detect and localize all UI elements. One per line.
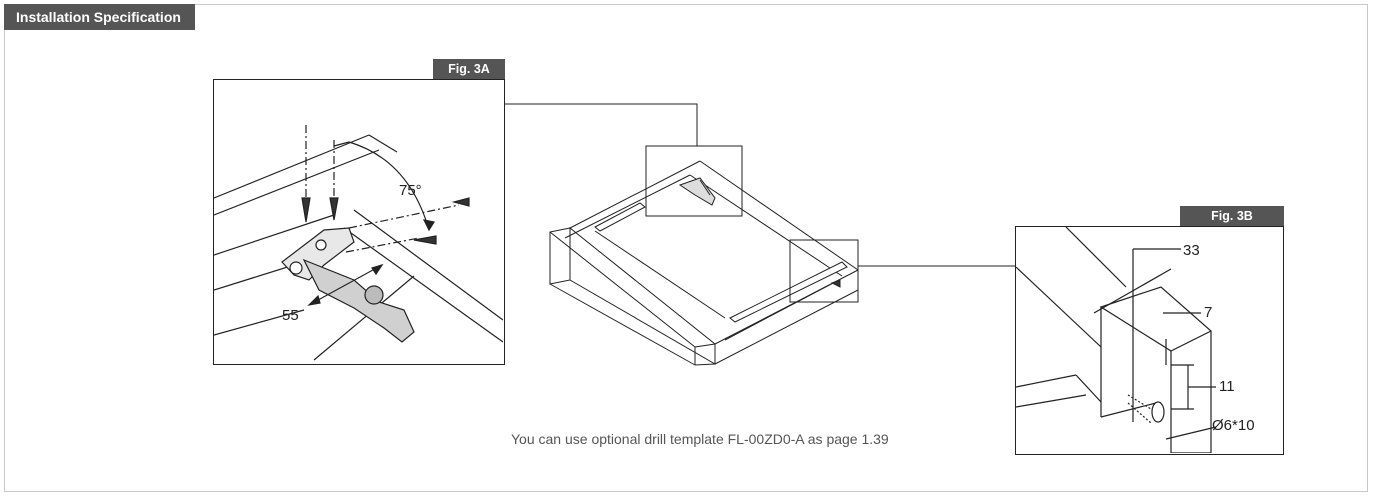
drill-template-note: You can use optional drill template FL-0… xyxy=(511,431,889,447)
fig-3a-label: Fig. 3A xyxy=(433,59,505,79)
fig-3b-panel: 33 7 11 Ø6*10 xyxy=(1015,226,1284,455)
fig-3b-label: Fig. 3B xyxy=(1180,206,1284,226)
section-title: Installation Specification xyxy=(4,4,195,30)
detail-box-3a xyxy=(645,145,743,217)
detail-box-3b xyxy=(789,239,859,303)
dimension-11: 11 xyxy=(1219,378,1235,395)
drawer-front xyxy=(549,227,571,285)
dimension-7: 7 xyxy=(1204,304,1212,321)
document-frame xyxy=(4,4,1368,492)
fig-3a-drawing: 75° 55 xyxy=(214,125,503,361)
distance-label: 55 xyxy=(282,307,299,324)
fig-3b-drawing: 33 7 11 Ø6*10 xyxy=(1016,227,1255,453)
connector-line-3a xyxy=(505,103,698,146)
fig-3a-panel: 75° 55 xyxy=(213,79,505,365)
dimension-hole: Ø6*10 xyxy=(1212,417,1255,434)
angle-label: 75° xyxy=(399,182,422,199)
dimension-33: 33 xyxy=(1183,242,1200,259)
